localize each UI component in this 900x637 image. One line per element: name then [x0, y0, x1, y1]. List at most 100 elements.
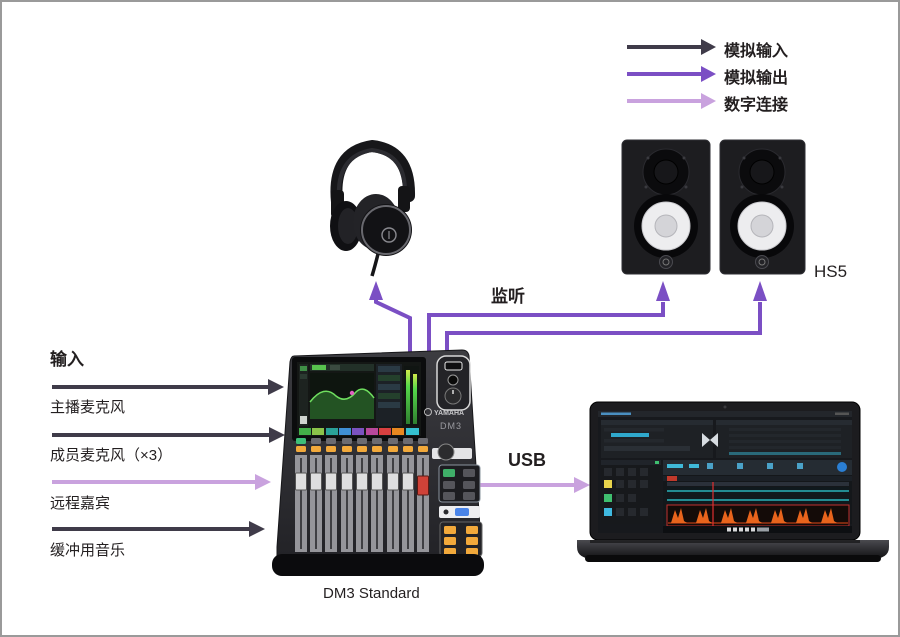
cue-button[interactable]	[326, 438, 336, 444]
cue-button[interactable]	[342, 438, 352, 444]
daw-tool-icon	[767, 463, 773, 469]
input-arrowhead-buffer-music	[249, 521, 265, 537]
headphones-band	[330, 139, 416, 208]
channel-tab	[352, 428, 364, 435]
screw	[778, 156, 782, 160]
fader-cap[interactable]	[341, 472, 353, 491]
speaker-tweeter-dome	[749, 159, 775, 185]
daw-row	[729, 440, 841, 443]
transport-button	[727, 527, 731, 532]
fader-cap[interactable]	[310, 472, 322, 491]
daw-panel-header	[601, 420, 713, 425]
screen-header	[310, 364, 374, 371]
cue-button[interactable]	[357, 438, 367, 444]
headphones-pad-left	[338, 208, 358, 244]
daw-cloud-icon	[837, 462, 847, 472]
usb-rec-button[interactable]	[455, 508, 469, 516]
legend-label-digital: 数字连接	[724, 97, 789, 114]
speaker-badge	[755, 255, 769, 269]
fader-cap[interactable]	[356, 472, 368, 491]
fader-cap[interactable]	[295, 472, 307, 491]
cue-button[interactable]	[311, 438, 321, 444]
on-button[interactable]	[403, 446, 413, 452]
mixer-illustration: YAMAHA DM3	[272, 349, 484, 576]
scene-button[interactable]	[444, 537, 456, 545]
channel-tab	[299, 428, 311, 435]
scene-button[interactable]	[466, 526, 478, 534]
cue-button[interactable]	[388, 438, 398, 444]
mode-button[interactable]	[443, 492, 455, 500]
phones-jack-icon	[447, 374, 459, 386]
monitor-line-speaker-right	[445, 302, 762, 358]
screen-cell	[378, 366, 400, 372]
daw-list-panel	[716, 420, 852, 458]
webcam-icon	[723, 405, 727, 409]
mode-button[interactable]	[463, 481, 475, 489]
fader-cap[interactable]	[325, 472, 337, 491]
on-button[interactable]	[418, 446, 428, 452]
legend-analog-input-arrowhead	[701, 39, 716, 55]
daw-wave-orange	[821, 508, 837, 523]
on-button[interactable]	[357, 446, 367, 452]
input-label-buffer-music: 缓冲用音乐	[50, 542, 126, 559]
screw	[646, 156, 650, 160]
fader-cap[interactable]	[371, 472, 383, 491]
screen-left-column	[299, 364, 308, 426]
scene-button[interactable]	[466, 537, 478, 545]
headphones-cable	[370, 253, 380, 277]
screen-cell	[378, 375, 400, 381]
channel-tab	[326, 428, 338, 435]
mode-button[interactable]	[443, 481, 455, 489]
channel-tab	[406, 428, 419, 435]
daw-tool-icon	[737, 463, 743, 469]
on-button[interactable]	[296, 446, 306, 452]
mode-button[interactable]	[463, 469, 475, 477]
transport-button	[751, 527, 755, 532]
screen-header-cell	[330, 365, 340, 370]
mode-button[interactable]	[463, 492, 475, 500]
legend-analog-output-arrowhead	[701, 66, 716, 82]
on-button[interactable]	[342, 446, 352, 452]
on-button[interactable]	[311, 446, 321, 452]
fader-cap[interactable]	[387, 472, 399, 491]
daw-pad	[616, 468, 624, 476]
daw-tab-strip	[663, 476, 852, 481]
daw-wave-orange	[771, 508, 787, 523]
screen-eq-fill	[310, 389, 374, 419]
cue-button[interactable]	[296, 438, 306, 444]
speaker-badge	[659, 255, 673, 269]
on-button[interactable]	[372, 446, 382, 452]
on-button[interactable]	[326, 446, 336, 452]
phones-level-knob[interactable]	[444, 387, 462, 405]
daw-row	[604, 428, 664, 432]
speaker-tweeter-dome	[653, 159, 679, 185]
monitor-output-arrows	[369, 281, 767, 358]
daw-pad	[640, 480, 648, 488]
fader-cap[interactable]	[402, 472, 414, 491]
daw-center-icon	[710, 433, 718, 447]
daw-tool-dash	[689, 464, 699, 468]
select-knob[interactable]	[437, 443, 455, 461]
cue-button[interactable]	[372, 438, 382, 444]
on-button[interactable]	[388, 446, 398, 452]
mixer-channel-buttons[interactable]	[296, 438, 428, 452]
daw-pad	[640, 508, 648, 516]
screw	[780, 185, 784, 189]
screen-cell	[378, 402, 400, 408]
screen-channel-tabs	[299, 428, 419, 435]
monitor-line-headphones	[374, 300, 412, 358]
inputs-header: 输入	[50, 350, 84, 369]
legend-label-analog-input: 模拟输入	[724, 43, 789, 60]
master-fader-cap[interactable]	[417, 475, 429, 496]
mixer-faders[interactable]	[295, 455, 429, 552]
channel-tab	[379, 428, 391, 435]
mode-button[interactable]	[443, 469, 455, 477]
daw-pad	[628, 494, 636, 502]
screw	[740, 185, 744, 189]
scene-button[interactable]	[444, 526, 456, 534]
cue-button[interactable]	[418, 438, 428, 444]
cue-button[interactable]	[403, 438, 413, 444]
daw-pad	[604, 468, 612, 476]
